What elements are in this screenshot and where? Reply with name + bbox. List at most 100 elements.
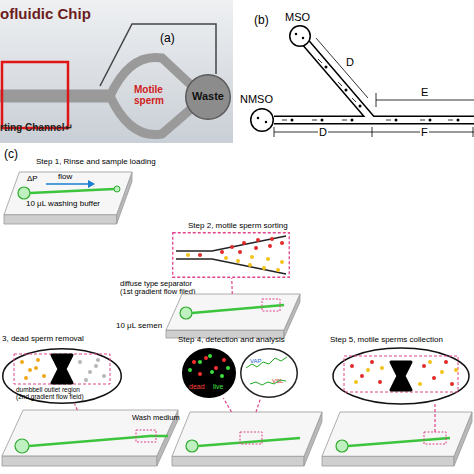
chip-top	[322, 412, 472, 456]
zoom-circle-shape	[183, 349, 236, 398]
panel-title: ofluidic Chip	[0, 6, 91, 23]
panel-letter: (a)	[160, 32, 175, 45]
nmso-outlet: NMSO	[250, 108, 274, 132]
sperm-track	[246, 357, 287, 368]
zoom-circle: VAPVSL	[240, 348, 298, 398]
channel-label: rting Channel↵	[0, 122, 73, 133]
node-subtext: dumbbell outlet region (2nd gradient flo…	[16, 386, 88, 401]
zoom-connector	[231, 278, 233, 294]
other-sperm-dots	[188, 255, 282, 270]
inlet-well	[186, 440, 198, 452]
node-text: Step 1, Rinse and sample loading	[36, 158, 156, 167]
chip-side	[4, 215, 117, 224]
zoom-marker	[424, 432, 446, 444]
flow-label: flow	[58, 173, 72, 182]
node-text: Step 5, motile sperms collection	[330, 336, 443, 345]
dead-sperm-dots	[194, 358, 224, 374]
microchannel	[348, 438, 450, 446]
waste-outlet: Waste	[185, 74, 231, 120]
node-text: dead	[189, 383, 205, 391]
node-text: NMSO	[240, 93, 273, 105]
node-text: Step 2, motile sperm sorting	[188, 222, 288, 231]
outlet-label: Motile sperm	[134, 84, 184, 106]
zoom-ellipse	[333, 348, 469, 404]
chip-side	[172, 456, 304, 466]
microchannel	[29, 436, 168, 446]
inlet-well	[15, 439, 29, 453]
mso-outlet: MSO	[289, 25, 311, 47]
live-sperm-dots	[190, 356, 228, 376]
zoom-marker	[262, 299, 280, 311]
flow-arrow	[46, 183, 88, 185]
inlet-well	[18, 187, 30, 199]
dimension-line	[274, 38, 474, 137]
zoom-connector	[75, 404, 78, 410]
zoom-circle-shape	[241, 349, 298, 398]
zoom-frame	[2, 62, 68, 128]
dimension-letter: D	[346, 56, 354, 68]
zoom-ellipse-shape	[3, 349, 122, 404]
zoom-connector	[223, 398, 231, 412]
motile-sperm-dots	[200, 239, 282, 255]
mso-outlet-outline	[289, 25, 311, 47]
node-text: 3, dead sperm removal	[2, 335, 84, 344]
chip-top	[4, 172, 132, 215]
nmso-outlet-shape	[251, 109, 274, 132]
pressure-label: ΔP	[27, 175, 38, 184]
microchannel	[192, 305, 284, 313]
inlet-well	[336, 440, 348, 452]
waste-outlet-shape	[186, 75, 231, 120]
panel-a-background	[0, 0, 233, 143]
node-subtext: live	[213, 383, 224, 391]
zoom-marker	[240, 432, 262, 444]
sperm-heads	[292, 67, 458, 120]
chip-side	[2, 456, 157, 466]
flow-arrowhead	[88, 180, 95, 188]
dimension-letter: F	[420, 126, 429, 138]
node-subtext: 10 μL washing buffer	[26, 200, 100, 209]
inlet-well	[180, 307, 192, 319]
channel-lumen	[274, 43, 474, 120]
zoom-marker	[344, 356, 458, 392]
node-text: Step 4, detection and analysis	[178, 336, 285, 345]
microchannel	[30, 189, 114, 193]
channel-wall	[274, 43, 474, 120]
dead-sperm-dots	[80, 360, 104, 380]
node-text: Wash medium	[132, 414, 180, 422]
dimension-letter: D	[318, 126, 328, 138]
sorting-channel	[0, 90, 112, 103]
node-text: MSO	[285, 11, 310, 23]
mso-outlet-shape	[290, 26, 311, 47]
chip-side	[322, 456, 454, 466]
other-sperm-dots	[356, 362, 456, 384]
zoom-marker	[136, 430, 156, 442]
dimension-letter: E	[420, 86, 429, 98]
sperm-track	[250, 380, 286, 385]
zoom-marker	[14, 354, 110, 384]
live-sperm-dots	[22, 360, 44, 378]
node-subtext: 10 μL semen	[116, 322, 162, 331]
chip-step: Wash medium	[2, 410, 178, 466]
dumbbell-outlet	[52, 355, 72, 383]
sperm-in-outlet	[258, 34, 303, 122]
sperm-tails	[282, 59, 453, 120]
outlet-well	[114, 186, 120, 192]
panel-letter: (c)	[4, 148, 18, 161]
zoom-circle-outline	[240, 348, 298, 398]
motile-sperm-dots	[352, 362, 452, 384]
zoom-connector	[256, 398, 261, 412]
separator-walls	[176, 236, 286, 274]
zoom-box-shape	[173, 233, 290, 278]
chip-top	[166, 294, 300, 330]
chip-top	[172, 412, 322, 456]
dumbbell-outlet	[391, 362, 411, 390]
node-text: Waste	[185, 90, 231, 102]
panel-letter: (b)	[254, 14, 269, 27]
zoom-leader	[434, 404, 435, 432]
nmso-outlet-outline	[250, 108, 274, 132]
microchannel	[198, 438, 300, 446]
